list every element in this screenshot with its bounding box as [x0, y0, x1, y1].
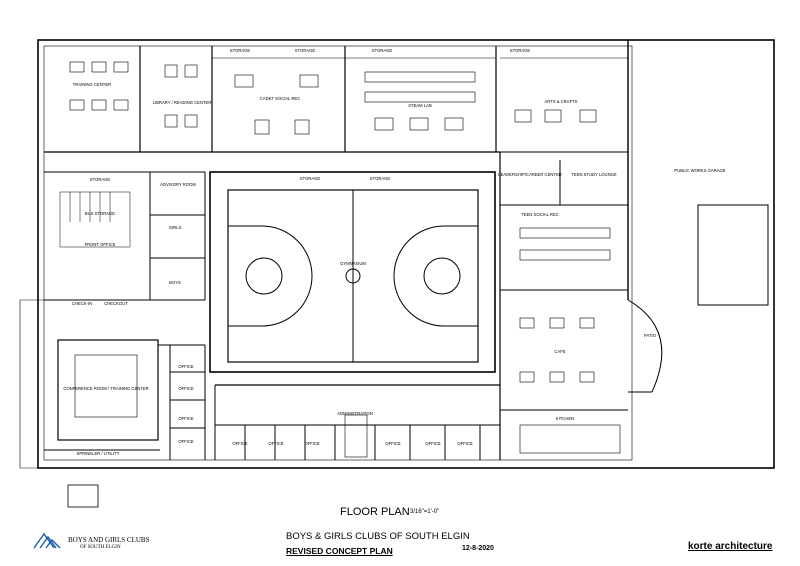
room-conference: CONFERENCE ROOM / TRAINING CENTER: [63, 386, 148, 391]
room-front-office: FRONT OFFICE: [85, 242, 116, 247]
room-teen-study-lounge: TEEN STUDY LOUNGE: [571, 172, 617, 177]
room-office-left-1: OFFICE: [178, 364, 194, 369]
storage-label-5: STORAGE: [90, 177, 111, 182]
storage-label-3: STORAGE: [372, 48, 393, 53]
room-office-3: OFFICE: [304, 441, 320, 446]
project-name: BOYS & GIRLS CLUBS OF SOUTH ELGIN: [286, 531, 470, 542]
room-leadership-career: LEADERSHIP/CAREER CENTER: [498, 172, 562, 177]
room-gymnasium: GYMNASIUM: [340, 261, 366, 266]
room-cafe: CAFE: [554, 349, 565, 354]
room-office-2: OFFICE: [268, 441, 284, 446]
storage-label-7: STORAGE: [370, 176, 391, 181]
storage-label-2: STORAGE: [295, 48, 316, 53]
firm-name: korte architecture: [688, 541, 773, 552]
room-office-5: OFFICE: [425, 441, 441, 446]
room-training-center: TRAINING CENTER: [73, 82, 111, 87]
room-arts-crafts: ARTS & CRAFTS: [545, 99, 578, 104]
room-office-left-4: OFFICE: [178, 439, 194, 444]
room-office-4: OFFICE: [385, 441, 401, 446]
room-sprinkler: SPRINKLER / UTILITY: [77, 451, 120, 456]
logo-text-line2: OF SOUTH ELGIN: [80, 545, 121, 550]
room-cadet-social-rec: CADET SOCIAL REC: [260, 96, 301, 101]
storage-label-1: STORAGE: [230, 48, 251, 53]
room-girls: GIRLS: [169, 225, 182, 230]
drawing-scale: 3/16"=1'-0": [410, 509, 440, 515]
room-patio: PATIO: [644, 333, 657, 338]
storage-label-6: STORAGE: [300, 176, 321, 181]
room-advisory: ADVISORY ROOM: [160, 182, 196, 187]
plan-name: REVISED CONCEPT PLAN: [286, 546, 393, 556]
room-office-1: OFFICE: [232, 441, 248, 446]
room-library: LIBRARY / READING CENTER: [153, 100, 212, 105]
room-kitchen: KITCHEN: [556, 416, 574, 421]
label-check-in: CHECK-IN: [72, 301, 92, 306]
building-outline: [37, 39, 775, 469]
storage-label-4: STORAGE: [510, 48, 531, 53]
label-checkout: CHECKOUT: [104, 301, 128, 306]
room-teen-social-rec: TEEN SOCIAL REC: [521, 212, 559, 217]
room-office-left-3: OFFICE: [178, 416, 194, 421]
drawing-title: FLOOR PLAN: [340, 506, 410, 518]
room-boys: BOYS: [169, 280, 181, 285]
room-steam-lab: STEAM LAB: [408, 103, 432, 108]
gymnasium-outline: [209, 171, 496, 373]
room-office-left-2: OFFICE: [178, 386, 194, 391]
room-administration: ADMINISTRATION: [337, 411, 373, 416]
room-office-6: OFFICE: [457, 441, 473, 446]
plan-date: 12-8-2020: [462, 545, 494, 552]
room-public-works-garage: PUBLIC WORKS GARAGE: [674, 168, 725, 173]
bgc-logo-icon: [33, 532, 61, 549]
room-bus-storage: BUS STORAGE: [85, 211, 115, 216]
logo-text-line1: BOYS AND GIRLS CLUBS: [68, 536, 150, 544]
